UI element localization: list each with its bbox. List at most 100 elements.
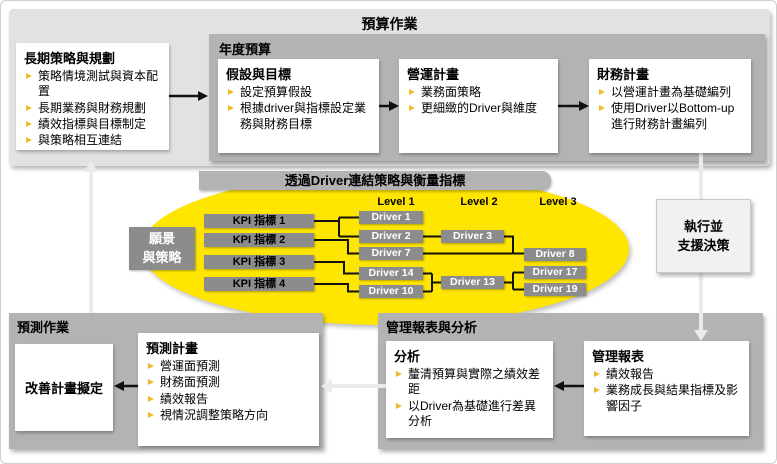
driver-box-8: Driver 8 [524, 248, 586, 261]
bullet-item: 績效報告 [146, 392, 311, 407]
bullet-item: 以營運計畫為基礎編列 [597, 85, 743, 100]
bullet-triangle-icon [409, 89, 415, 95]
long-term-strategy-box: 長期策略與規劃 策略情境測試與資本配置 長期業務與財務規劃 績效指標與目標制定 … [16, 43, 169, 150]
bullet-triangle-icon [26, 137, 32, 144]
bullet-item: 設定預算假設 [226, 85, 371, 100]
bullet-triangle-icon [599, 89, 605, 95]
bullet-triangle-icon [396, 371, 402, 377]
bullet-text: 以Driver為基礎進行差異分析 [408, 398, 536, 429]
bullet-item: 視情況調整策略方向 [146, 408, 311, 423]
bullet-text: 業務成長與結果指標及影響因子 [606, 383, 739, 413]
driver-box-1: Driver 1 [359, 211, 423, 224]
execute-support-box: 執行並 支援決策 [656, 199, 751, 273]
bullet-item: 財務面預測 [146, 375, 311, 390]
driver-box-13: Driver 13 [441, 276, 504, 289]
bullet-item: 釐清預算與實際之績效差距 [394, 367, 545, 398]
driver-box-7: Driver 7 [359, 247, 423, 260]
kpi-box-2: KPI 指標 2 [204, 233, 314, 247]
kpi-box-1: KPI 指標 1 [204, 214, 314, 228]
bullet-text: 績效報告 [160, 391, 209, 406]
bullet-text: 使用Driver以Bottom-up 進行財務計畫編列 [611, 101, 735, 131]
bullet-triangle-icon [148, 363, 154, 369]
level1-label: Level 1 [377, 196, 415, 208]
bullet-item: 業務成長與結果指標及影響因子 [592, 383, 741, 414]
bullet-triangle-icon [409, 105, 415, 112]
driver-box-17: Driver 17 [524, 266, 586, 279]
bullet-triangle-icon [228, 89, 234, 95]
bullet-triangle-icon [594, 387, 600, 394]
bullet-text: 更細緻的Driver與維度 [421, 101, 537, 116]
bullet-text: 設定預算假設 [240, 85, 313, 99]
driver-link-banner: 透過Driver連結策略與衡量指標 [199, 171, 551, 190]
bullet-text: 以營運計畫為基礎編列 [611, 85, 732, 99]
reporting-title: 管理報表與分析 [386, 320, 478, 335]
bullet-triangle-icon [26, 73, 32, 79]
bullet-triangle-icon [396, 402, 402, 409]
kpi-box-4: KPI 指標 4 [204, 277, 314, 291]
driver-box-10: Driver 10 [359, 285, 423, 298]
driver-box-3: Driver 3 [441, 230, 504, 243]
operating-plan-title: 營運計畫 [407, 67, 460, 82]
financial-plan-bullets: 以營運計畫為基礎編列 使用Driver以Bottom-up 進行財務計畫編列 [597, 85, 743, 132]
bullet-triangle-icon [228, 105, 234, 112]
level2-label: Level 2 [460, 196, 498, 208]
analysis-bullets: 釐清預算與實際之績效差距 以Driver為基礎進行差異分析 [394, 367, 545, 429]
forecast-plan-title: 預測計畫 [146, 341, 199, 356]
bullet-item: 以Driver為基礎進行差異分析 [394, 399, 545, 430]
driver-box-19: Driver 19 [524, 283, 586, 296]
execute-line1: 執行並 [683, 218, 723, 234]
bullet-item: 績效指標與目標制定 [24, 117, 161, 132]
bullet-text: 業務面策略 [421, 85, 482, 99]
vision-line1: 願景 [148, 230, 175, 246]
bullet-triangle-icon [26, 104, 32, 111]
bullet-triangle-icon [148, 412, 154, 419]
annual-budget-title: 年度預算 [219, 42, 272, 57]
assumptions-targets-bullets: 設定預算假設 根據driver與指標設定業務與財務目標 [226, 85, 371, 132]
vision-strategy-box: 願景 與策略 [129, 227, 195, 270]
bullet-text: 財務面預測 [160, 375, 221, 390]
bullet-item: 使用Driver以Bottom-up 進行財務計畫編列 [597, 101, 743, 132]
assumptions-targets-box: 假設與目標 設定預算假設 根據driver與指標設定業務與財務目標 [218, 59, 379, 153]
bullet-triangle-icon [594, 371, 600, 377]
bullet-text: 長期業務與財務規劃 [38, 100, 147, 115]
bullet-triangle-icon [599, 105, 605, 112]
budget-operations-title: 預算作業 [361, 16, 418, 32]
bullet-item: 更細緻的Driver與維度 [407, 101, 550, 116]
bullet-text: 績效指標與目標制定 [38, 117, 147, 132]
bullet-item: 策略情境測試與資本配置 [24, 69, 161, 100]
bullet-text: 績效報告 [606, 367, 655, 381]
vision-line2: 與策略 [142, 249, 182, 265]
bullet-triangle-icon [26, 121, 32, 128]
forecast-plan-box: 預測計畫 營運面預測 財務面預測 績效報告 視情況調整策略方向 [138, 333, 319, 446]
long-term-strategy-bullets: 策略情境測試與資本配置 長期業務與財務規劃 績效指標與目標制定 與策略相互連結 [24, 69, 161, 149]
kpi-box-3: KPI 指標 3 [204, 255, 314, 269]
bullet-text: 視情況調整策略方向 [160, 408, 269, 423]
management-report-box: 管理報表 績效報告 業務成長與結果指標及影響因子 [584, 341, 749, 436]
management-report-bullets: 績效報告 業務成長與結果指標及影響因子 [592, 367, 741, 414]
bullet-triangle-icon [148, 395, 154, 402]
forecast-title: 預測作業 [17, 320, 70, 335]
driver-box-2: Driver 2 [359, 230, 423, 243]
bullet-item: 業務面策略 [407, 85, 550, 100]
bullet-item: 績效報告 [592, 367, 741, 382]
financial-plan-title: 財務計畫 [597, 67, 650, 82]
bullet-text: 根據driver與指標設定業務與財務目標 [240, 101, 367, 131]
financial-plan-box: 財務計畫 以營運計畫為基礎編列 使用Driver以Bottom-up 進行財務計… [589, 59, 751, 153]
bullet-text: 與策略相互連結 [38, 133, 123, 148]
improvement-plan-box: 改善計畫擬定 [15, 344, 113, 431]
bullet-text: 釐清預算與實際之績效差距 [408, 367, 541, 397]
analysis-title: 分析 [394, 349, 421, 364]
bullet-item: 根據driver與指標設定業務與財務目標 [226, 101, 371, 132]
bullet-text: 營運面預測 [160, 359, 221, 373]
execute-line2: 支援決策 [677, 238, 730, 253]
bullet-item: 營運面預測 [146, 359, 311, 374]
level3-label: Level 3 [539, 196, 577, 208]
management-report-title: 管理報表 [592, 349, 645, 364]
driver-box-14: Driver 14 [359, 267, 423, 280]
bullet-item: 長期業務與財務規劃 [24, 101, 161, 116]
bullet-triangle-icon [148, 379, 154, 386]
operating-plan-bullets: 業務面策略 更細緻的Driver與維度 [407, 85, 550, 117]
assumptions-targets-title: 假設與目標 [226, 67, 292, 82]
long-term-strategy-title: 長期策略與規劃 [24, 51, 116, 66]
